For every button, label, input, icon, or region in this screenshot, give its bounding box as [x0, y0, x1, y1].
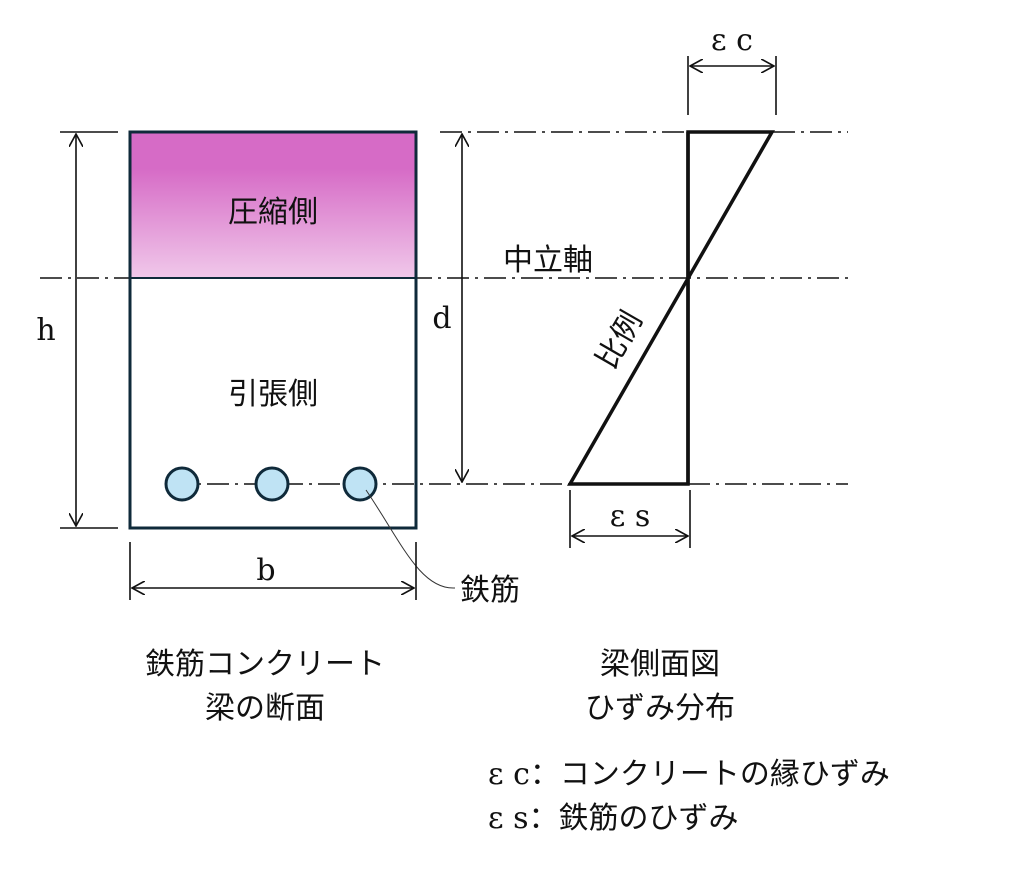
- b-label: b: [256, 553, 275, 588]
- proportional-label: 比例: [590, 306, 650, 375]
- section-caption-line1: 鉄筋コンクリート: [145, 647, 385, 682]
- h-label: h: [36, 313, 55, 348]
- compression-label: 圧縮側: [228, 195, 318, 230]
- compression-zone: [130, 132, 416, 278]
- legend-ec: ε c：コンクリートの縁ひずみ: [488, 757, 890, 792]
- d-label: d: [432, 301, 451, 336]
- strain-caption-line1: 梁側面図: [600, 647, 720, 682]
- strain-diagram: [566, 130, 776, 486]
- section-caption-line2: 梁の断面: [205, 691, 325, 726]
- rebar: [164, 466, 200, 502]
- es-label: ε s: [610, 499, 650, 534]
- rebar: [342, 466, 378, 502]
- rebar-leader-line: [365, 489, 456, 589]
- legend-es: ε s：鉄筋のひずみ: [488, 801, 738, 836]
- tension-label: 引張側: [228, 377, 318, 412]
- rebar-label: 鉄筋: [460, 573, 520, 608]
- rebar: [254, 466, 290, 502]
- ec-label: ε c: [711, 23, 753, 58]
- beam-section: [128, 130, 418, 530]
- strain-caption-line2: ひずみ分布: [585, 691, 735, 726]
- neutral-axis-label: 中立軸: [503, 243, 593, 278]
